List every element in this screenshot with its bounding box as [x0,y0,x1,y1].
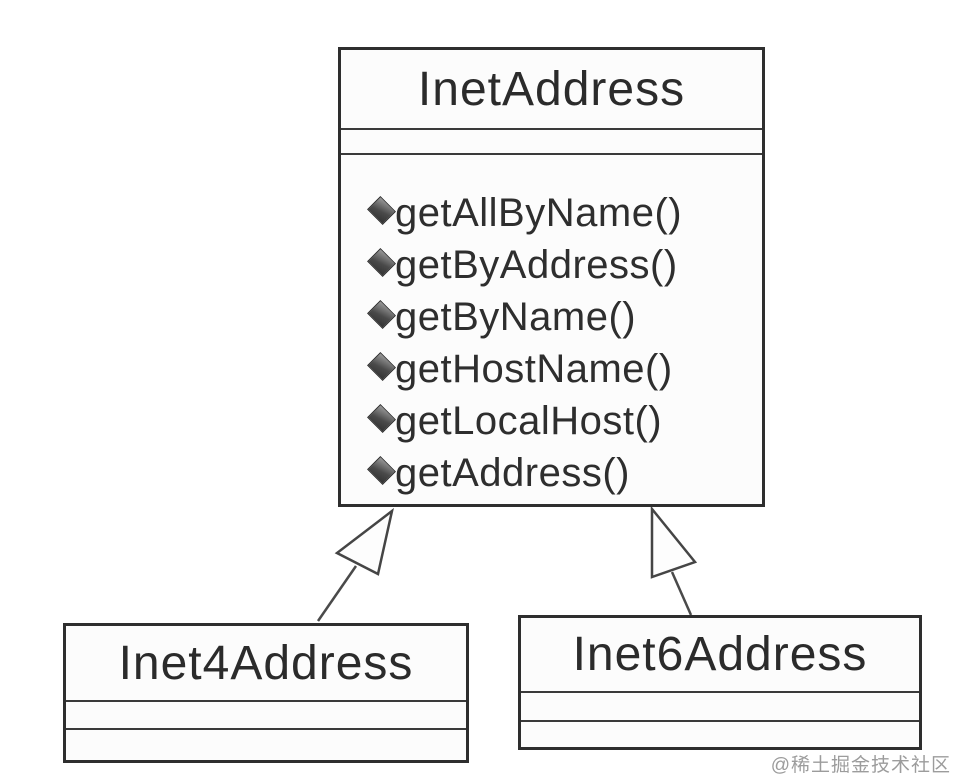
method-item: getAllByName() [367,187,762,239]
connector-line [316,565,358,622]
connector-line [670,571,693,616]
generalization-arrow-inet4 [316,507,394,622]
class-name-inetaddress: InetAddress [341,50,762,130]
class-name-inet6address: Inet6Address [521,618,919,693]
method-visibility-diamond-icon [367,351,396,381]
attributes-compartment-inet4address [66,702,466,730]
hollow-triangle-arrowhead-icon [334,507,394,576]
method-item: getHostName() [367,343,762,395]
class-name-inet4address: Inet4Address [66,626,466,702]
method-visibility-diamond-icon [367,247,396,277]
method-item: getAddress() [367,447,762,499]
method-visibility-diamond-icon [367,195,396,225]
class-box-inet4address: Inet4Address [63,623,469,763]
hollow-triangle-arrowhead-icon [650,505,698,579]
method-label: getAllByName() [395,190,683,235]
method-visibility-diamond-icon [367,299,396,329]
attributes-compartment-inet6address [521,693,919,722]
method-visibility-diamond-icon [367,455,396,485]
attributes-compartment-inetaddress [341,130,762,155]
watermark: @稀土掘金技术社区 [770,755,951,776]
method-label: getHostName() [395,346,673,391]
method-item: getByAddress() [367,239,762,291]
method-item: getLocalHost() [367,395,762,447]
method-label: getByAddress() [395,242,678,287]
class-box-inetaddress: InetAddress getAllByName() getByAddress(… [338,47,765,507]
methods-compartment-inetaddress: getAllByName() getByAddress() getByName(… [341,155,762,499]
method-label: getAddress() [395,450,630,495]
class-box-inet6address: Inet6Address [518,615,922,750]
method-label: getByName() [395,294,637,339]
generalization-arrow-inet6 [650,505,698,616]
method-visibility-diamond-icon [367,403,396,433]
method-item: getByName() [367,291,762,343]
method-label: getLocalHost() [395,398,663,443]
